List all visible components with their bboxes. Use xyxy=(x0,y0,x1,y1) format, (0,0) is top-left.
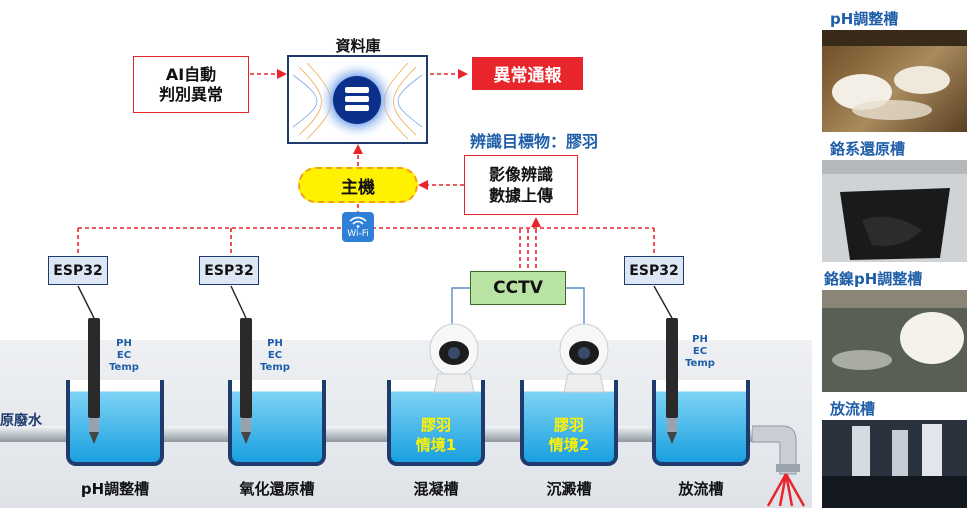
sensor-probe-3 xyxy=(666,318,678,444)
scenario-1-line2: 情境1 xyxy=(415,436,457,454)
outlet-elbow xyxy=(752,425,800,475)
photo-title-4: 放流槽 xyxy=(830,400,876,418)
ai-line1: AI自動 xyxy=(165,64,217,84)
tank-name-discharge: 放流槽 xyxy=(678,479,724,498)
scenario-2-line2: 情境2 xyxy=(548,436,590,454)
tank-image xyxy=(822,160,967,262)
scenario-2-line1: 膠羽 xyxy=(553,416,584,434)
tank-name-sedimentation: 沉澱槽 xyxy=(546,479,592,498)
upload-line1: 影像辨識 xyxy=(488,165,553,184)
camera-icon-2 xyxy=(559,323,609,393)
sensor-temp: Temp xyxy=(260,362,290,373)
cctv-box: CCTV xyxy=(470,271,566,305)
camera-icon-1 xyxy=(429,323,479,393)
tank-name-redox: 氧化還原槽 xyxy=(239,479,315,498)
foam-tank-image xyxy=(822,290,967,392)
sensor-label-3: PH EC Temp xyxy=(680,334,720,370)
photo-title-3: 鉻鎳pH調整槽 xyxy=(824,270,923,288)
esp32-box-2: ESP32 xyxy=(199,256,259,285)
esp32-box-3: ESP32 xyxy=(624,256,684,285)
tank-name-ph: pH調整槽 xyxy=(80,479,150,498)
scenario-label-2: 膠羽 情境2 xyxy=(524,415,614,455)
scenario-1-line1: 膠羽 xyxy=(420,416,451,434)
sensor-probe-2 xyxy=(240,318,252,444)
photo-title-1: pH調整槽 xyxy=(830,10,899,28)
esp32-box-1: ESP32 xyxy=(48,256,108,285)
photo-discharge-tank xyxy=(822,420,967,508)
ai-line2: 判別異常 xyxy=(158,84,223,104)
sensor-probe-1 xyxy=(88,318,100,444)
sensor-ph: PH xyxy=(692,334,708,345)
foam-image xyxy=(822,30,967,120)
photo-title-2: 鉻系還原槽 xyxy=(830,140,906,158)
wifi-badge: Wi-Fi xyxy=(342,212,374,242)
sensor-ph: PH xyxy=(116,338,132,349)
sensor-ec: EC xyxy=(116,350,132,361)
database-title: 資料庫 xyxy=(335,36,381,55)
inlet-label: 原廢水 xyxy=(0,413,42,429)
photo-chromium-reduction xyxy=(822,160,967,262)
sensor-label-1: PH EC Temp xyxy=(104,338,144,374)
tank-ph xyxy=(66,380,164,466)
sensor-temp: Temp xyxy=(685,358,715,369)
sensor-ec: EC xyxy=(692,346,708,357)
sensor-temp: Temp xyxy=(109,362,139,373)
upload-line2: 數據上傳 xyxy=(488,186,553,205)
ai-detection-box: AI自動 判別異常 xyxy=(133,56,249,113)
outflow-spray xyxy=(766,473,806,507)
wifi-label: Wi-Fi xyxy=(347,229,369,239)
discharge-image xyxy=(822,420,967,508)
wifi-icon xyxy=(349,216,367,228)
photo-cr-ni-ph-tank xyxy=(822,290,967,392)
upload-box: 影像辨識 數據上傳 xyxy=(464,155,578,215)
sensor-ec: EC xyxy=(267,350,283,361)
photo-ph-tank xyxy=(822,30,967,132)
scenario-label-1: 膠羽 情境1 xyxy=(391,415,481,455)
database-icon xyxy=(292,60,423,140)
tank-sedimentation xyxy=(520,380,618,466)
tank-name-coagulation: 混凝槽 xyxy=(413,479,459,498)
tank-coagulation xyxy=(387,380,485,466)
host-box: 主機 xyxy=(298,167,418,203)
sensor-ph: PH xyxy=(267,338,283,349)
database-box xyxy=(287,55,428,144)
alarm-box: 異常通報 xyxy=(472,57,583,90)
sensor-label-2: PH EC Temp xyxy=(255,338,295,374)
target-label: 辨識目標物：膠羽 xyxy=(470,132,599,151)
